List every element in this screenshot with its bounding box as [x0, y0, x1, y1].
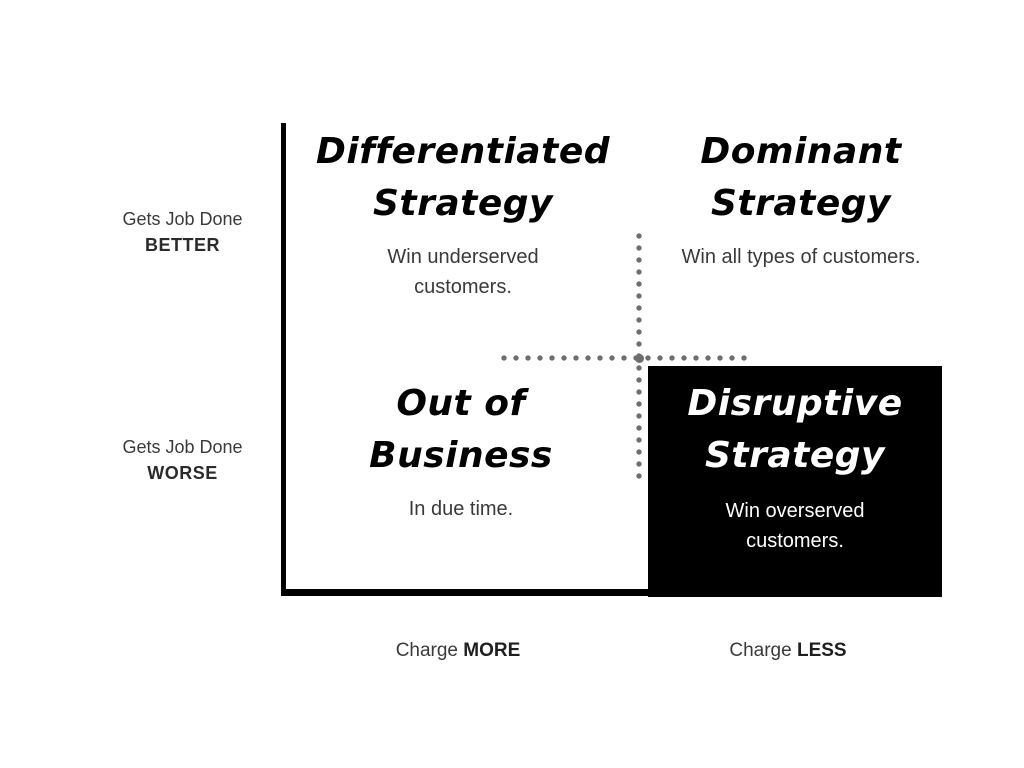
quadrant-title-line2: Strategy	[710, 183, 892, 224]
quadrant-title-line2: Strategy	[372, 183, 554, 224]
y-axis-label-prefix: Gets Job Done	[122, 437, 243, 457]
y-axis-label-worse: Gets Job Done WORSE	[80, 434, 285, 486]
quadrant-subtitle: Win underserved customers.	[387, 246, 539, 298]
quadrant-title: Dominant Strategy	[628, 126, 974, 230]
horizontal-dotted-divider	[498, 355, 750, 361]
quadrant-title: Disruptive Strategy	[648, 378, 942, 482]
x-axis-label-prefix: Charge	[395, 640, 459, 661]
quadrant-title-line1: Out of	[396, 383, 526, 424]
x-axis-line	[281, 589, 942, 596]
y-axis-line	[281, 123, 286, 595]
divider-intersection-dot	[635, 354, 644, 363]
quadrant-title: Differentiated Strategy	[288, 126, 638, 230]
quadrant-subtitle: Win overserved customers.	[725, 500, 865, 552]
x-axis-label-emphasis: LESS	[796, 640, 847, 661]
quadrant-title-line1: Differentiated	[316, 131, 610, 172]
quadrant-title: Out of Business	[286, 378, 636, 482]
quadrant-disruptive-strategy: Disruptive Strategy Win overserved custo…	[648, 366, 942, 597]
quadrant-subtitle: In due time.	[408, 498, 514, 520]
quadrant-title-line2: Business	[369, 435, 553, 476]
quadrant-subtitle: Win all types of customers.	[681, 246, 921, 268]
y-axis-label-emphasis: WORSE	[147, 463, 218, 483]
quadrant-title-line1: Disruptive	[687, 383, 903, 424]
quadrant-dominant-strategy: Dominant Strategy Win all types of custo…	[628, 126, 974, 272]
x-axis-label-emphasis: MORE	[463, 640, 521, 661]
x-axis-label-more: Charge MORE	[348, 637, 568, 665]
quadrant-differentiated-strategy: Differentiated Strategy Win underserved …	[288, 126, 638, 302]
x-axis-label-prefix: Charge	[729, 640, 792, 661]
y-axis-label-emphasis: BETTER	[145, 235, 220, 255]
quadrant-out-of-business: Out of Business In due time.	[286, 378, 636, 524]
quadrant-title-line1: Dominant	[700, 131, 902, 172]
quadrant-title-line2: Strategy	[704, 435, 886, 476]
y-axis-label-prefix: Gets Job Done	[122, 209, 243, 229]
y-axis-label-better: Gets Job Done BETTER	[80, 206, 285, 258]
x-axis-label-less: Charge LESS	[678, 637, 898, 665]
